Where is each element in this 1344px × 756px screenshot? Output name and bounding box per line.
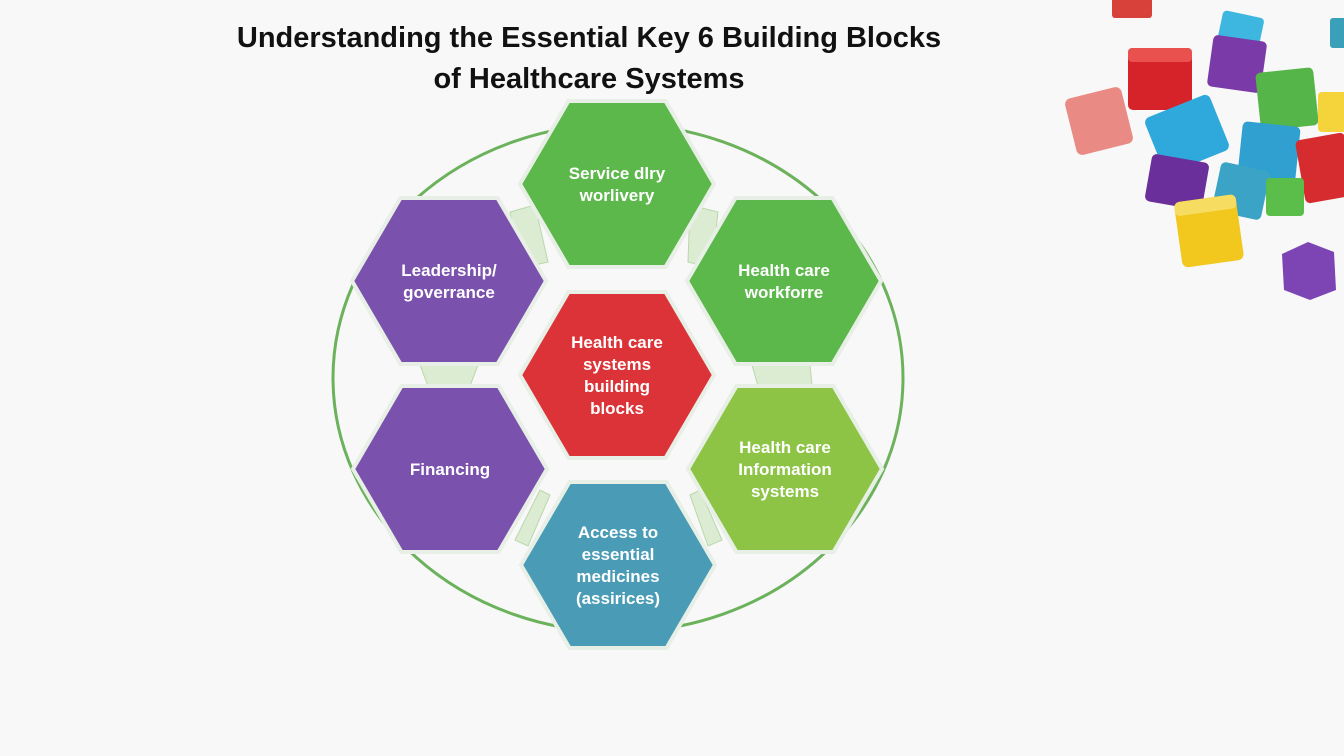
- cube-green-2: [1266, 178, 1304, 216]
- title-line-1: Understanding the Essential Key 6 Buildi…: [236, 22, 942, 54]
- access-to-essential-medicines-block: Access to essential medicines (assirices): [518, 480, 718, 650]
- health-care-systems-building-blocks-hexagon: [517, 290, 717, 460]
- service-delivery-label-line: Service dlry: [569, 164, 666, 183]
- financing-hexagon: [350, 384, 550, 554]
- service-delivery-hexagon: [517, 99, 717, 269]
- access-to-essential-medicines-label-line: Access to: [578, 523, 658, 542]
- cube-purple-2: [1145, 154, 1209, 210]
- access-to-essential-medicines-label-line: (assirices): [576, 589, 660, 608]
- leadership-governance-label-line: goverrance: [403, 283, 495, 302]
- connector-left: [419, 364, 479, 387]
- page-title: Understanding the Essential Key 6 Buildi…: [150, 18, 1028, 100]
- leadership-governance-label-line: Leadership/: [401, 261, 497, 280]
- access-to-essential-medicines-label-line: medicines: [576, 567, 659, 586]
- access-to-essential-medicines-label-line: essential: [582, 545, 655, 564]
- cube-teal-corner: [1330, 18, 1344, 48]
- cube-purple-1: [1207, 35, 1267, 93]
- financing-label-line: Financing: [410, 460, 490, 479]
- connector-bottom-left: [514, 489, 551, 547]
- health-care-systems-building-blocks-block: Health care systems building blocks: [517, 290, 717, 460]
- connector-bottom-right: [689, 489, 723, 547]
- cube-yellow-small: [1318, 92, 1344, 132]
- cube-red-large-top: [1128, 48, 1192, 62]
- leadership-governance-block: Leadership/goverrance: [349, 196, 549, 366]
- cube-red-small: [1112, 0, 1152, 18]
- health-care-systems-building-blocks-label-line: building: [584, 377, 650, 396]
- connector-right: [751, 364, 813, 387]
- health-care-information-systems-label-line: Information: [738, 460, 832, 479]
- service-delivery-block: Service dlry worlivery: [517, 99, 717, 269]
- health-care-information-systems-label-line: Health care: [739, 438, 831, 457]
- cube-green-1: [1255, 67, 1319, 131]
- cube-purple-small: [1282, 242, 1336, 300]
- title-line-2: of Healthcare Systems: [433, 63, 745, 95]
- cube-teal-1: [1237, 121, 1301, 183]
- cube-red-large: [1128, 48, 1192, 110]
- health-care-workforce-hexagon: [684, 196, 884, 366]
- health-care-workforce-label-line: workforre: [744, 283, 823, 302]
- cube-pink: [1065, 87, 1133, 155]
- cube-blue-large: [1145, 94, 1229, 174]
- leadership-governance-hexagon: [349, 196, 549, 366]
- health-care-systems-building-blocks-label-line: Health care: [571, 333, 663, 352]
- health-care-systems-building-blocks-label-line: systems: [583, 355, 651, 374]
- financing-block: Financing: [350, 384, 550, 554]
- health-care-workforce-label-line: Health care: [738, 261, 830, 280]
- health-care-information-systems-label-line: systems: [751, 482, 819, 501]
- service-delivery-label-line: worlivery: [579, 186, 655, 205]
- health-care-information-systems-hexagon: [685, 384, 885, 554]
- access-to-essential-medicines-hexagon: [518, 480, 718, 650]
- cube-yellow-large-top: [1174, 194, 1237, 216]
- cube-red-right: [1295, 132, 1344, 204]
- hex-connectors: [419, 204, 813, 547]
- health-care-systems-building-blocks-label-line: blocks: [590, 399, 644, 418]
- health-care-workforce-block: Health care workforre: [684, 196, 884, 366]
- colorful-building-blocks-icon: [1065, 0, 1344, 300]
